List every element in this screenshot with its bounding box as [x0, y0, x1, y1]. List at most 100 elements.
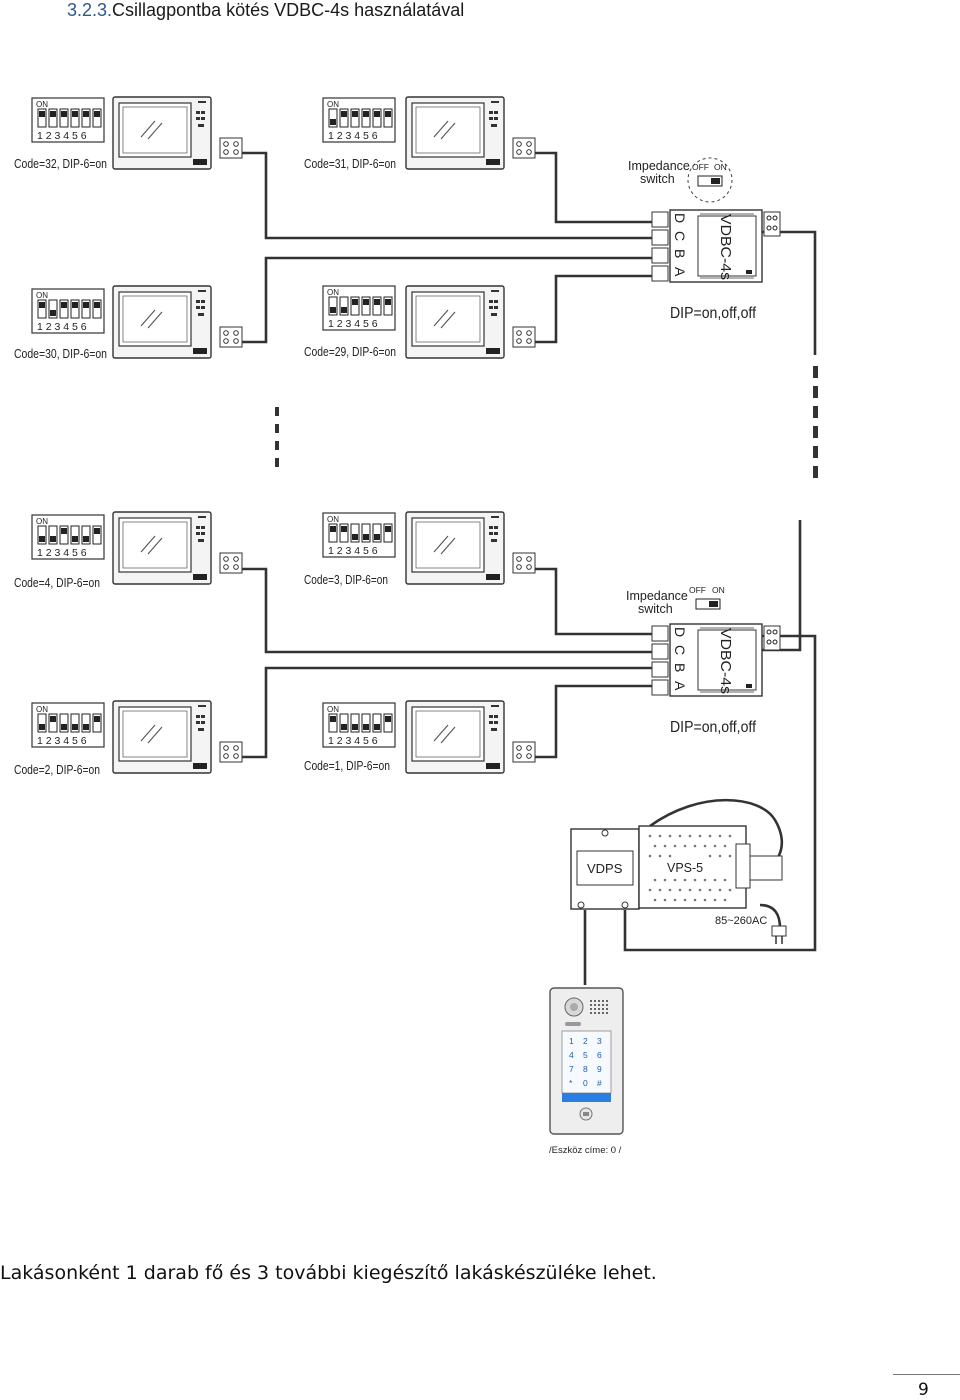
- section-heading: 3.2.3.Csillagpontba kötés VDBC-4s haszná…: [67, 0, 464, 21]
- dip-on-label: ON: [36, 100, 48, 109]
- keypad-key: 5: [583, 1050, 588, 1060]
- keypad: [561, 1030, 612, 1094]
- impedance-switch-highlight: [687, 157, 733, 203]
- mains-label: 85~260AC: [715, 915, 767, 927]
- port-a: A: [672, 681, 688, 691]
- impedance-label: Impedance: [628, 159, 690, 173]
- dip-numbers: 1 2 3 4 5 6: [37, 735, 87, 747]
- port-d: D: [672, 627, 688, 637]
- dip-switch: ON 1 2 3 4 5 6: [31, 97, 105, 143]
- impedance-on-label: ON: [714, 162, 727, 172]
- section-title: Csillagpontba kötés VDBC-4s használatáva…: [112, 0, 465, 20]
- dip-switch: ON 1 2 3 4 5 6: [31, 702, 105, 748]
- section-number: 3.2.3.: [67, 0, 113, 20]
- dip-switch: ON 1 2 3 4 5 6: [322, 285, 396, 331]
- indoor-monitor: [112, 700, 243, 774]
- indoor-monitor: [405, 96, 536, 170]
- name-plate-bar: [562, 1093, 611, 1102]
- wiring-diagram: ON 1 2 3 4 5 6 Code=32, DIP-6=on ON 1 2 …: [14, 96, 818, 1156]
- impedance-on-label: ON: [712, 585, 725, 595]
- port-a: A: [672, 267, 688, 277]
- vdbc-dip-label: DIP=on,off,off: [670, 719, 756, 736]
- impedance-label: Impedance: [626, 589, 688, 603]
- keypad-key: 9: [597, 1064, 602, 1074]
- impedance-off-label: OFF: [692, 162, 709, 172]
- vdbc-dip-label: DIP=on,off,off: [670, 305, 756, 322]
- footer-rule: [893, 1374, 960, 1375]
- indoor-monitor: [112, 96, 243, 170]
- vps-label: VPS-5: [667, 861, 703, 875]
- keypad-key: 3: [597, 1036, 602, 1046]
- monitor-unit: ON 1 2 3 4 5 6 Code=32, DIP-6=on: [14, 96, 243, 171]
- dip-on-label: ON: [327, 705, 339, 714]
- dip-switch: ON 1 2 3 4 5 6: [31, 514, 105, 560]
- power-supply: VDPS VPS-5 85~260AC: [570, 825, 787, 944]
- monitor-unit: ON 1 2 3 4 5 6 Code=4, DIP-6=on: [14, 511, 243, 590]
- keypad-key: 1: [569, 1036, 574, 1046]
- keypad-key: 8: [583, 1064, 588, 1074]
- monitor-unit: ON 1 2 3 4 5 6 Code=30, DIP-6=on: [14, 285, 243, 361]
- dip-numbers: 1 2 3 4 5 6: [328, 130, 378, 142]
- dip-numbers: 1 2 3 4 5 6: [328, 735, 378, 747]
- port-b: B: [672, 249, 688, 258]
- dip-on-label: ON: [36, 705, 48, 714]
- vdbc-distributor: Impedance switch OFF ON VDBC-4s D C B A …: [628, 157, 781, 322]
- dip-numbers: 1 2 3 4 5 6: [37, 547, 87, 559]
- indoor-monitor: [405, 285, 536, 359]
- monitor-unit: ON 1 2 3 4 5 6 Code=29, DIP-6=on: [304, 285, 536, 359]
- keypad-key: 2: [583, 1036, 588, 1046]
- dip-on-label: ON: [36, 291, 48, 300]
- vdbc-model-label: VDBC-4s: [717, 214, 734, 280]
- indoor-monitor: [112, 511, 243, 585]
- keypad-key: 0: [583, 1078, 588, 1088]
- monitor-code-label: Code=3, DIP-6=on: [304, 572, 388, 587]
- speaker-grille-icon: [590, 1000, 608, 1014]
- monitor-code-label: Code=32, DIP-6=on: [14, 156, 107, 171]
- dip-numbers: 1 2 3 4 5 6: [37, 130, 87, 142]
- port-c: C: [672, 645, 688, 655]
- monitor-unit: ON 1 2 3 4 5 6 Code=31, DIP-6=on: [304, 96, 536, 171]
- impedance-label-2: switch: [640, 172, 675, 186]
- monitor-unit: ON 1 2 3 4 5 6 Code=2, DIP-6=on: [14, 700, 243, 777]
- monitor-code-label: Code=29, DIP-6=on: [304, 344, 396, 359]
- keypad-key: *: [569, 1078, 573, 1088]
- impedance-switch: [697, 175, 723, 187]
- vdbc-body: VDBC-4s D C B A: [651, 209, 781, 283]
- monitor-code-label: Code=4, DIP-6=on: [14, 575, 100, 590]
- vdbc-model-label: VDBC-4s: [717, 628, 734, 694]
- dip-on-label: ON: [327, 288, 339, 297]
- monitor-unit: ON 1 2 3 4 5 6 Code=1, DIP-6=on: [304, 700, 536, 774]
- vdps-label: VDPS: [587, 861, 623, 876]
- monitor-code-label: Code=31, DIP-6=on: [304, 156, 396, 171]
- plug-icon: [771, 925, 787, 937]
- monitor-code-label: Code=2, DIP-6=on: [14, 762, 100, 777]
- monitor-code-label: Code=30, DIP-6=on: [14, 346, 107, 361]
- keypad-key: 6: [597, 1050, 602, 1060]
- dip-switch: ON 1 2 3 4 5 6: [322, 512, 396, 558]
- keypad-key: 4: [569, 1050, 574, 1060]
- dip-numbers: 1 2 3 4 5 6: [37, 321, 87, 333]
- dip-on-label: ON: [36, 517, 48, 526]
- door-station: 1 2 3 4 5 6 7 8 9 * 0 # /Eszköz címe: 0 …: [549, 987, 624, 1156]
- indoor-monitor: [112, 285, 243, 359]
- dip-numbers: 1 2 3 4 5 6: [328, 545, 378, 557]
- continuation-dashes: [275, 366, 818, 478]
- page-number: 9: [918, 1380, 929, 1400]
- dip-numbers: 1 2 3 4 5 6: [328, 318, 378, 330]
- caption-text: Lakásonként 1 darab fő és 3 további kieg…: [0, 1262, 657, 1284]
- impedance-label-2: switch: [638, 602, 673, 616]
- port-d: D: [672, 213, 688, 223]
- indoor-monitor: [405, 511, 536, 585]
- dip-switch: ON 1 2 3 4 5 6: [322, 97, 396, 143]
- impedance-off-label: OFF: [689, 585, 706, 595]
- port-b: B: [672, 663, 688, 672]
- door-station-address: /Eszköz címe: 0 /: [549, 1145, 622, 1156]
- dip-on-label: ON: [327, 100, 339, 109]
- monitor-unit: ON 1 2 3 4 5 6 Code=3, DIP-6=on: [304, 511, 536, 587]
- indoor-monitor: [405, 700, 536, 774]
- dip-on-label: ON: [327, 515, 339, 524]
- port-c: C: [672, 231, 688, 241]
- keypad-key: #: [597, 1078, 602, 1088]
- vdbc-distributor: Impedance switch OFF ON VDBC-4s D C B A …: [626, 585, 781, 736]
- monitor-code-label: Code=1, DIP-6=on: [304, 758, 390, 773]
